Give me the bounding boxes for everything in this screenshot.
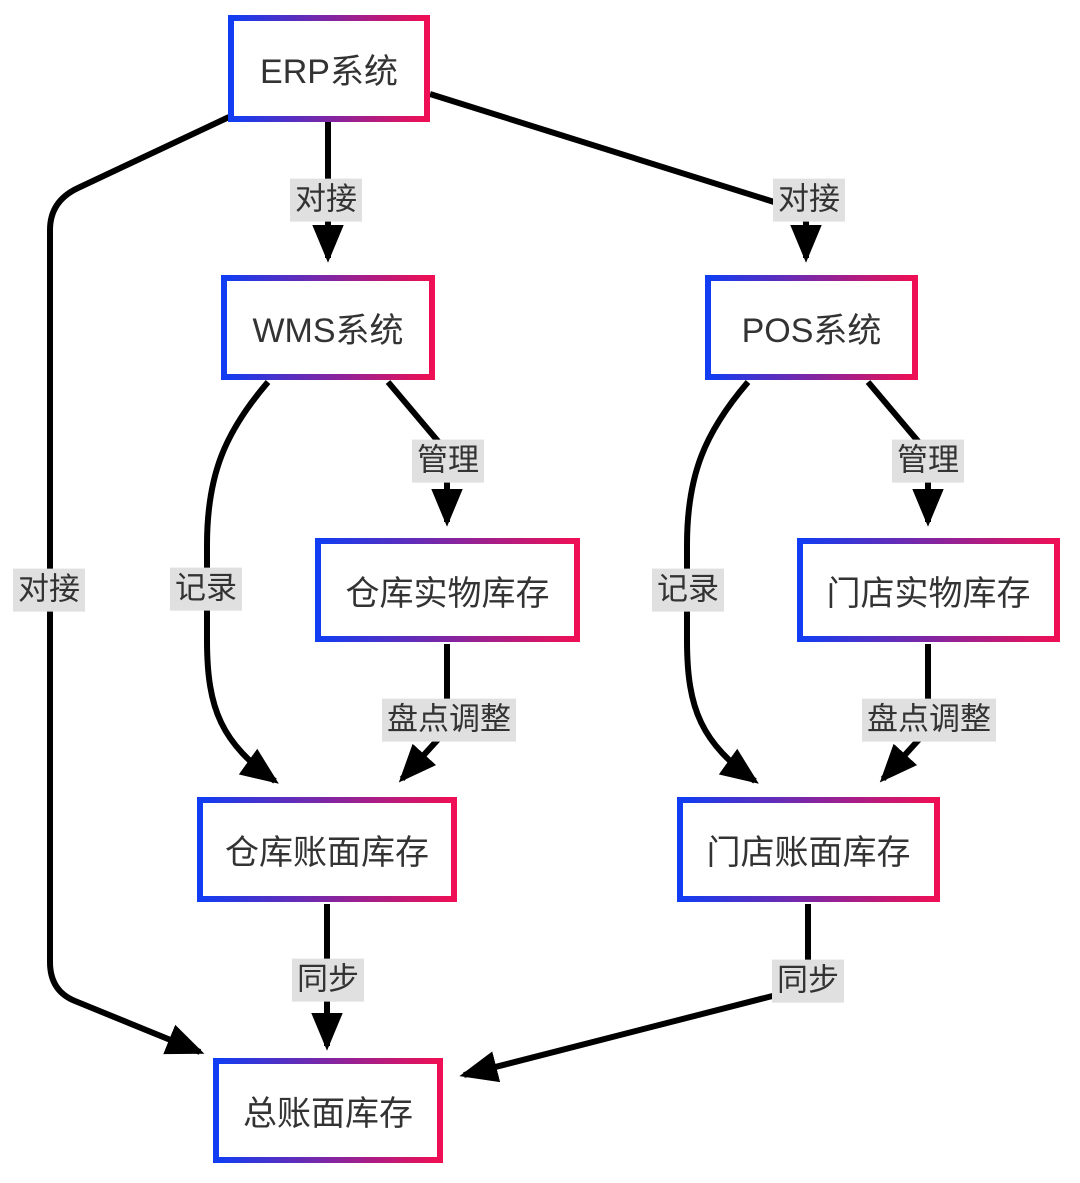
node-erp-system: ERP系统 (228, 15, 430, 122)
edge-label-wms-wh-book: 记录 (170, 567, 242, 611)
node-warehouse-physical-inventory: 仓库实物库存 (315, 538, 580, 642)
edge-label-pos-store-book: 记录 (652, 568, 724, 612)
node-warehouse-physical-label: 仓库实物库存 (345, 574, 550, 613)
node-store-physical-inventory: 门店实物库存 (797, 538, 1060, 642)
node-wms-system: WMS系统 (221, 275, 435, 380)
edge-label-wms-wh-physical: 管理 (412, 439, 484, 483)
edge-label-store-physical-store-book: 盘点调整 (862, 698, 996, 742)
edge-label-erp-pos: 对接 (773, 178, 845, 222)
node-store-book-label: 门店账面库存 (706, 834, 911, 872)
edge-label-erp-total-book: 对接 (13, 568, 85, 612)
node-pos-system: POS系统 (705, 275, 918, 380)
edge-label-erp-wms: 对接 (290, 178, 362, 222)
node-warehouse-book-label: 仓库账面库存 (225, 834, 429, 872)
edge-label-wh-physical-wh-book: 盘点调整 (382, 698, 516, 742)
edge-label-pos-store-physical: 管理 (892, 439, 964, 483)
node-total-book-label: 总账面库存 (243, 1095, 413, 1133)
node-erp-label: ERP系统 (260, 53, 398, 91)
edge-erp-pos (429, 91, 822, 263)
edge-label-wh-book-total-book: 同步 (292, 958, 364, 1002)
edge-label-store-book-total-book: 同步 (772, 959, 844, 1003)
node-warehouse-book-inventory: 仓库账面库存 (197, 797, 457, 902)
node-wms-label: WMS系统 (252, 312, 404, 350)
node-total-book-inventory: 总账面库存 (213, 1058, 443, 1163)
edge-store-book-total-book (459, 904, 811, 1083)
node-store-physical-label: 门店实物库存 (826, 574, 1031, 613)
node-pos-label: POS系统 (741, 312, 882, 350)
node-store-book-inventory: 门店账面库存 (677, 797, 940, 902)
